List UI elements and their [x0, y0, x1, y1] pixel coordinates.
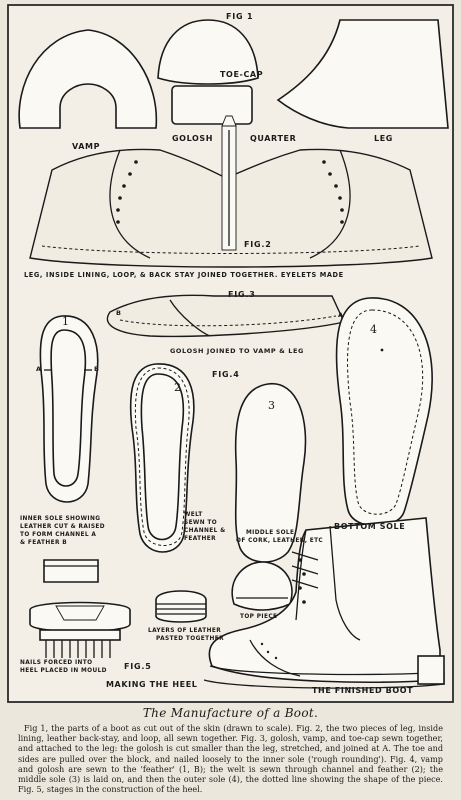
finished-boot-label: THE FINISHED BOOT: [312, 686, 414, 695]
finished-boot: [203, 517, 445, 689]
fig2-eyelets-left: [116, 160, 138, 224]
fig1-golosh: [171, 85, 253, 125]
welt-desc-4: FEATHER: [184, 536, 216, 542]
nails-desc-1: NAILS FORCED INTO: [20, 660, 93, 666]
heel-top-piece: [231, 561, 293, 611]
fig2-label: FIG.2: [244, 240, 272, 249]
bottom-sole-label: BOTTOM SOLE: [334, 522, 406, 531]
inner-sole-desc-2: LEATHER CUT & RAISED: [20, 524, 105, 530]
fig3-a-mark: A: [338, 311, 344, 319]
fig3-caption: GOLOSH JOINED TO VAMP & LEG: [170, 347, 304, 355]
layers-desc-2: PASTED TOGETHER: [156, 636, 224, 642]
vamp-label: VAMP: [72, 142, 101, 151]
fig1-vamp: [18, 29, 158, 129]
inner-sole-desc-3: TO FORM CHANNEL A: [20, 532, 97, 538]
inner-sole-a-mark: A: [36, 365, 42, 373]
fig1-toe-cap: [157, 19, 259, 85]
layers-desc-1: LAYERS OF LEATHER: [148, 628, 222, 634]
bottom-sole-number-4: 4: [370, 323, 378, 336]
inner-sole-desc-1: INNER SOLE SHOWING: [20, 516, 101, 522]
fig4-label: FIG.4: [212, 370, 240, 379]
welt-number-2: 2: [174, 381, 182, 394]
welt-desc-2: SEWN TO: [184, 520, 218, 526]
leg-label: LEG: [374, 134, 393, 143]
inner-sole-desc-4: & FEATHER B: [20, 540, 68, 546]
figure-caption: Fig 1, the parts of a boot as cut out of…: [18, 723, 443, 795]
fig3-golosh-joined: [106, 294, 345, 338]
fig2-eyelets-right: [322, 160, 344, 224]
middle-sole-desc-2: OF CORK, LEATHER, ETC: [236, 538, 324, 544]
fig5-label: FIG.5: [124, 662, 152, 671]
fig1-leg: [276, 19, 449, 129]
welt-desc-3: CHANNEL &: [184, 528, 226, 534]
middle-sole-desc-1: MIDDLE SOLE: [246, 530, 295, 536]
heel-layers: [155, 590, 207, 623]
welt-2: [129, 363, 195, 553]
welt-desc-1: WELT: [184, 512, 203, 518]
fig3-b-mark: B: [116, 309, 122, 317]
fig2-caption: LEG, INSIDE LINING, LOOP, & BACK STAY JO…: [24, 271, 344, 279]
quarter-label: QUARTER: [250, 134, 297, 143]
fig3-label: FIG.3: [228, 290, 256, 299]
heel-mould: [29, 601, 131, 658]
page-title: The Manufacture of a Boot.: [142, 706, 319, 720]
middle-sole-number-3: 3: [268, 399, 276, 412]
sole-number-1: 1: [62, 315, 70, 328]
heel-piece-top: [43, 559, 99, 583]
fig2-upper: [29, 115, 433, 268]
inner-sole-1: [39, 315, 99, 503]
inner-sole-b-mark: B: [94, 365, 100, 373]
fig1-label: FIG 1: [226, 12, 254, 21]
top-piece-label: TOP PIECE: [240, 614, 278, 620]
golosh-label: GOLOSH: [172, 134, 214, 143]
toe-cap-label: TOE-CAP: [220, 70, 264, 79]
boot-diagram-plate: [7, 4, 454, 703]
making-heel-label: MAKING THE HEEL: [106, 680, 198, 689]
nails-desc-2: HEEL PLACED IN MOULD: [20, 668, 107, 674]
